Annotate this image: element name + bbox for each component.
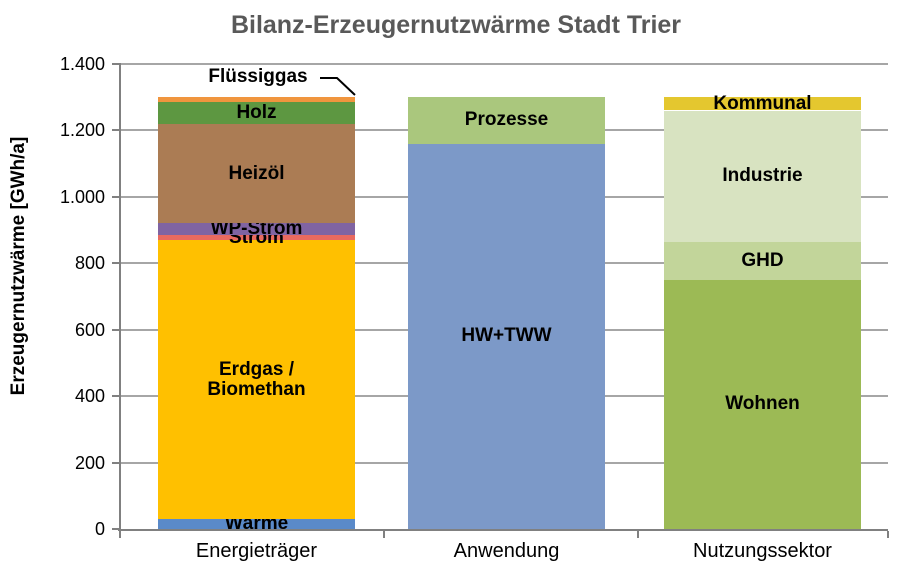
y-tick-mark	[112, 262, 121, 265]
y-tick-label: 1.400	[59, 54, 105, 74]
category-label: Energieträger	[195, 540, 318, 562]
category-label: Nutzungssektor	[693, 540, 832, 562]
bar-segment-holz	[158, 102, 355, 124]
bar-segment-ghd	[664, 241, 861, 280]
chart-title: Bilanz-Erzeugernutzwärme Stadt Trier	[230, 11, 682, 39]
bar-segment-wp-strom	[158, 223, 355, 236]
segment-label-outside: Flüssiggas	[208, 66, 308, 87]
bar-segment-erdgas-/-biomethan	[158, 240, 355, 520]
y-tick-label: 400	[74, 386, 105, 407]
y-tick-mark	[112, 461, 121, 464]
y-tick-mark	[112, 63, 121, 65]
category-label: Anwendung	[453, 540, 560, 562]
gridline	[121, 63, 888, 65]
bar-segment-hw+tww	[408, 143, 605, 529]
x-axis-line	[118, 529, 888, 531]
y-tick-label: 0	[94, 519, 105, 539]
bar-segment-wohnen	[664, 279, 861, 529]
bar-segment-heizöl	[158, 123, 355, 224]
bar-segment-flüssiggas	[158, 97, 355, 103]
y-tick-mark	[112, 195, 121, 198]
x-tick-mark	[887, 531, 889, 538]
bar-segment-kommunal	[664, 97, 861, 111]
y-tick-label: 200	[74, 452, 105, 473]
x-tick-mark	[383, 531, 385, 538]
x-tick-mark	[119, 531, 121, 538]
y-axis-line	[119, 64, 121, 531]
bar-segment-prozesse	[408, 97, 605, 144]
y-tick-label: 1.000	[59, 186, 105, 207]
y-tick-label: 800	[74, 253, 105, 274]
y-tick-mark	[112, 129, 121, 132]
y-tick-mark	[112, 528, 121, 530]
y-tick-label: 600	[74, 319, 105, 340]
y-tick-label: 1.200	[59, 120, 105, 141]
bar-segment-strom	[158, 235, 355, 241]
bar-segment-wärme	[158, 519, 355, 529]
y-tick-mark	[112, 328, 121, 331]
y-tick-mark	[112, 395, 121, 398]
bar-segment-industrie	[664, 110, 861, 242]
x-tick-mark	[637, 531, 639, 538]
